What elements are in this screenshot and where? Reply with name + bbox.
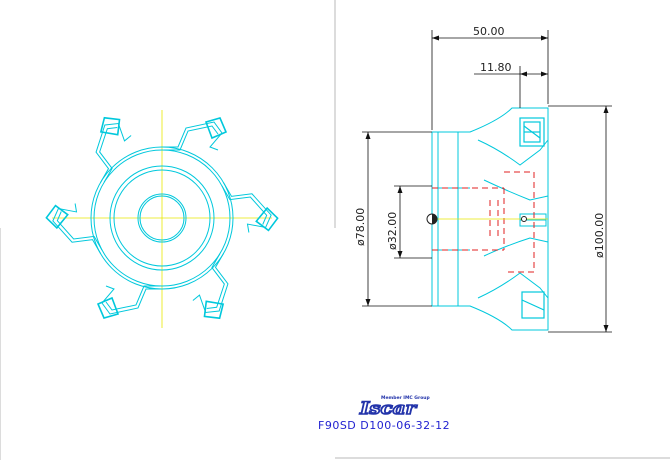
body-outline — [431, 107, 549, 331]
cutter-tooth — [162, 117, 228, 151]
part-code-caption: F90SD D100-06-32-12 — [318, 419, 451, 432]
dim-overall-length: 50.00 — [473, 25, 505, 38]
cutter-tooth — [221, 182, 279, 233]
cutter-teeth — [45, 116, 279, 320]
hub-ring-circle — [109, 165, 215, 271]
counterbore-circle — [113, 169, 211, 267]
cutter-tooth — [192, 253, 229, 320]
front-centerlines — [52, 110, 272, 328]
logo-tagline: Member IMC Group — [381, 395, 431, 401]
bore-circle — [137, 193, 187, 243]
side-view — [426, 107, 549, 331]
dim-bore-diameter: ø32.00 — [386, 212, 399, 250]
dimension-labels: 50.00 11.80 ø100.00 ø78.00 ø32.00 — [354, 25, 606, 258]
front-view — [45, 110, 279, 328]
logo-wordmark: Iscar — [359, 399, 417, 419]
top-insert — [519, 117, 545, 147]
upper-flute — [477, 139, 549, 166]
dim-insert-offset: 11.80 — [480, 61, 512, 74]
bottom-insert — [521, 291, 545, 319]
cutter-tooth — [96, 285, 162, 319]
hidden-bore-lines — [432, 171, 535, 273]
hub-mid-circle — [93, 149, 231, 287]
dim-cutting-diameter: ø100.00 — [593, 213, 606, 258]
cutter-tooth — [95, 116, 132, 183]
lower-flute — [477, 272, 549, 299]
dimension-lines — [362, 30, 612, 333]
brand-logo: Member IMC Group Iscar — [358, 395, 431, 420]
bore-inner-circle — [139, 195, 185, 241]
cutter-tooth — [45, 203, 103, 254]
dim-body-diameter: ø78.00 — [354, 208, 367, 246]
